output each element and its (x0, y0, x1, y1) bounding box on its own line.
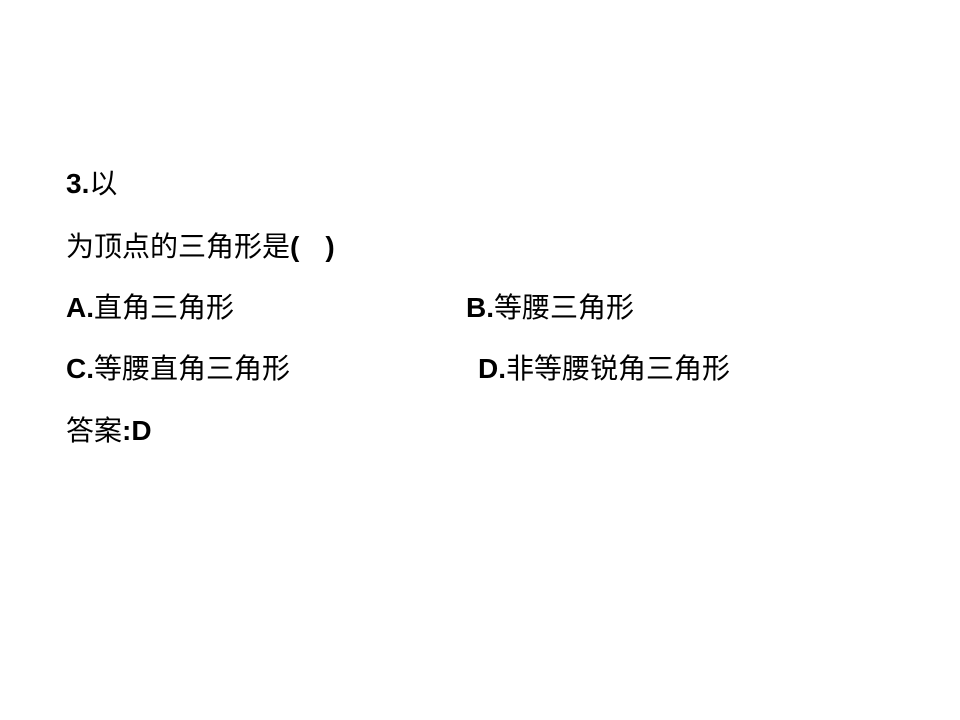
option-a-letter: A. (66, 292, 94, 323)
option-d-text: 非等腰锐角三角形 (506, 352, 731, 385)
answer-line: 答案:D (66, 414, 152, 448)
answer-paren-close: ) (325, 231, 335, 262)
answer-colon: : (122, 415, 132, 446)
question-number: 3. (66, 168, 90, 199)
option-b-text: 等腰三角形 (494, 291, 635, 324)
options-row-2: C.等腰直角三角形 D.非等腰锐角三角形 (66, 352, 926, 386)
question-line-2: 为顶点的三角形是() (66, 230, 335, 264)
question-text-start: 以 (89, 167, 118, 200)
question-text-end: 为顶点的三角形是 (66, 230, 291, 263)
options-row-1: A.直角三角形 B.等腰三角形 (66, 291, 926, 325)
option-c: C.等腰直角三角形 (66, 352, 290, 385)
answer-label: 答案 (66, 414, 123, 447)
answer-value: D (131, 415, 152, 446)
option-b-letter: B. (466, 292, 494, 323)
option-c-letter: C. (66, 353, 94, 384)
question-line-1: 3.以 (66, 167, 117, 201)
answer-paren-open: ( (290, 231, 300, 262)
option-d-letter: D. (478, 353, 506, 384)
option-c-text: 等腰直角三角形 (94, 352, 291, 385)
option-d: D.非等腰锐角三角形 (478, 352, 730, 386)
option-a: A.直角三角形 (66, 291, 234, 324)
option-b: B.等腰三角形 (466, 291, 634, 325)
option-a-text: 直角三角形 (94, 291, 235, 324)
